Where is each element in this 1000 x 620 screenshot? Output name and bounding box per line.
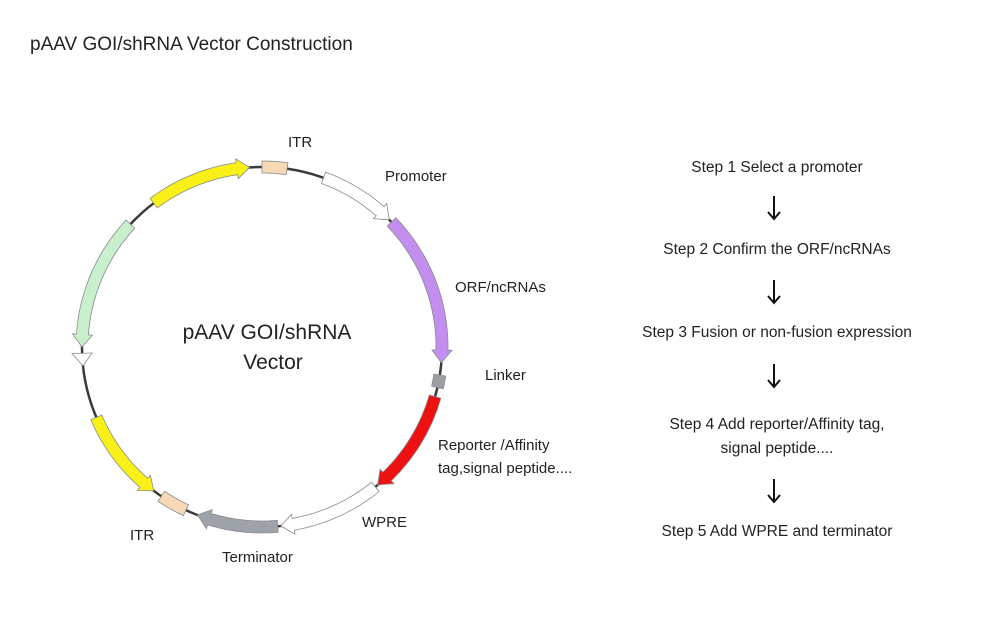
wpre-feature <box>280 481 380 535</box>
down-arrow-icon <box>767 479 781 504</box>
label-itr-top: ITR <box>288 134 313 151</box>
label-linker: Linker <box>485 367 526 384</box>
orf-feature <box>386 217 453 364</box>
step-5: Step 5 Add WPRE and terminator <box>661 523 893 540</box>
green-feature <box>71 219 136 348</box>
yellow-upper-feature <box>149 158 251 209</box>
label-reporter-line2: tag,signal peptide.... <box>438 460 573 477</box>
label-promoter: Promoter <box>385 168 447 185</box>
step-1: Step 1 Select a promoter <box>691 159 863 176</box>
small-white-feature <box>71 352 93 367</box>
itr-bottom-feature <box>157 490 190 517</box>
step-4-line1: Step 4 Add reporter/Affinity tag, <box>669 416 885 433</box>
label-itr-bottom: ITR <box>130 527 155 544</box>
terminator-feature <box>196 508 279 534</box>
down-arrow-icon <box>767 196 781 221</box>
label-orf: ORF/ncRNAs <box>455 279 546 296</box>
step-3: Step 3 Fusion or non-fusion expression <box>642 324 912 341</box>
linker-feature <box>430 373 447 390</box>
plasmid-name-line1: pAAV GOI/shRNA <box>182 321 352 344</box>
step-4-line2: signal peptide.... <box>720 440 834 457</box>
step-2: Step 2 Confirm the ORF/ncRNAs <box>663 241 891 258</box>
label-terminator: Terminator <box>222 549 293 566</box>
promoter-feature <box>320 171 390 221</box>
down-arrow-icon <box>767 280 781 305</box>
reporter-feature <box>377 394 442 486</box>
itr-top-feature <box>261 160 289 176</box>
label-reporter-line1: Reporter /Affinity <box>438 437 550 454</box>
plasmid-name: pAAV GOI/shRNA Vector <box>142 318 392 378</box>
diagram-title: pAAV GOI/shRNA Vector Construction <box>30 34 353 55</box>
plasmid-name-line2: Vector <box>243 351 303 374</box>
down-arrow-icon <box>767 364 781 389</box>
label-wpre: WPRE <box>362 514 407 531</box>
yellow-lower-feature <box>90 414 155 492</box>
